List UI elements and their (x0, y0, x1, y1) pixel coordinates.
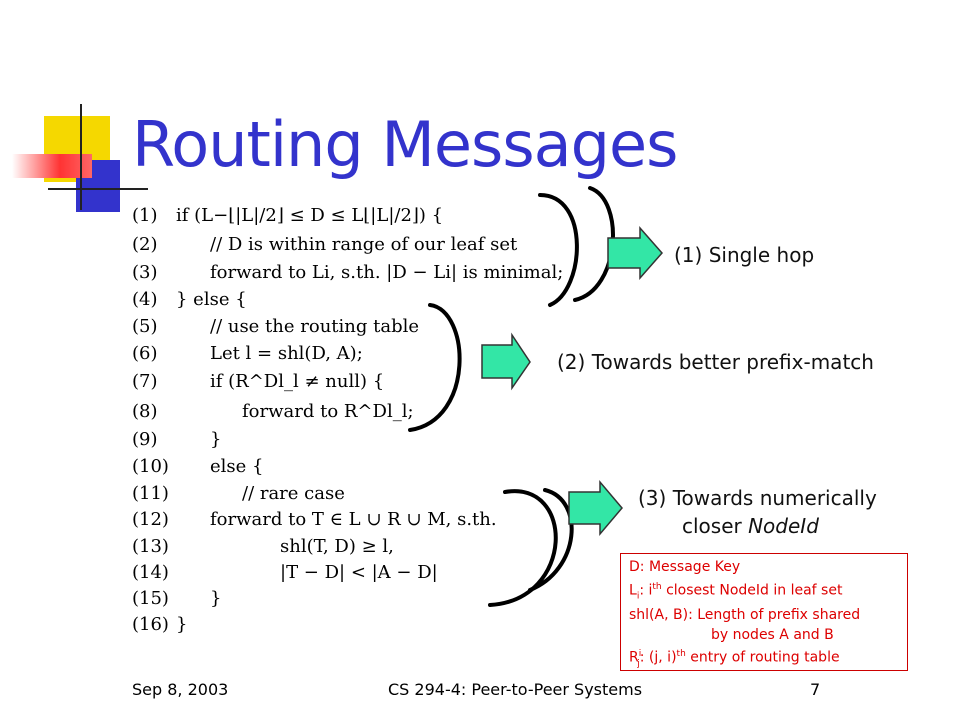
code-line: if (R^Dl_l ≠ null) { (210, 371, 385, 392)
code-line: } (210, 588, 222, 609)
line-number: (4) (132, 289, 158, 310)
bracket-1-inner (538, 193, 579, 307)
code-line: // rare case (242, 483, 345, 504)
bracket-2 (408, 303, 462, 432)
line-number: (1) (132, 205, 158, 226)
label-closer: closer (682, 514, 749, 538)
code-line: forward to R^Dl_l; (242, 401, 414, 422)
code-line: } else { (176, 289, 247, 310)
footer-date: Sep 8, 2003 (132, 680, 229, 699)
deco-horizontal-line (48, 188, 148, 190)
label-prefix-match: (2) Towards better prefix-match (557, 350, 874, 374)
line-number: (3) (132, 262, 158, 283)
deco-vertical-line (80, 104, 82, 210)
label-numerically-line1: (3) Towards numerically (638, 486, 877, 510)
line-number: (10) (132, 456, 169, 477)
code-line: forward to Li, s.th. |D − Li| is minimal… (210, 262, 564, 283)
label-numerically-line2: closer NodeId (682, 514, 819, 538)
line-number: (7) (132, 371, 158, 392)
legend-d: D: Message Key (629, 559, 741, 575)
bracket-3-inner (528, 488, 574, 592)
code-line: if (L−⌊|L|/2⌋ ≤ D ≤ L⌊|L|/2⌋) { (176, 205, 444, 226)
line-number: (2) (132, 234, 158, 255)
code-line: } (210, 429, 222, 450)
code-line: |T − D| < |A − D| (280, 562, 438, 583)
legend-box: D: Message Key Li: ith closest NodeId in… (620, 553, 908, 671)
line-number: (16) (132, 614, 169, 635)
line-number: (12) (132, 509, 169, 530)
code-line: // use the routing table (210, 316, 420, 337)
code-line: shl(T, D) ≥ l, (280, 536, 394, 557)
code-line: } (176, 614, 188, 635)
code-line: // D is within range of our leaf set (210, 234, 518, 255)
arrow-3 (568, 479, 623, 537)
bracket-3 (488, 489, 558, 607)
label-single-hop: (1) Single hop (674, 243, 815, 267)
line-number: (13) (132, 536, 169, 557)
line-number: (5) (132, 316, 158, 337)
line-number: (9) (132, 429, 158, 450)
legend-r: Rij: (j, i)th entry of routing table (629, 649, 840, 669)
code-line: Let l = shl(D, A); (210, 343, 363, 364)
arrow-1 (607, 226, 663, 280)
slide-title: Routing Messages (132, 108, 678, 181)
line-number: (14) (132, 562, 169, 583)
footer-course: CS 294-4: Peer-to-Peer Systems (388, 680, 643, 699)
label-nodeid: NodeId (748, 514, 819, 538)
arrow-2 (481, 332, 531, 391)
line-number: (11) (132, 483, 169, 504)
legend-li: Li: ith closest NodeId in leaf set (629, 581, 843, 601)
code-line: forward to T ∈ L ∪ R ∪ M, s.th. (210, 509, 497, 530)
deco-red-bar (12, 154, 92, 178)
legend-shl: shl(A, B): Length of prefix shared (629, 607, 861, 624)
line-number: (6) (132, 343, 158, 364)
line-number: (15) (132, 588, 169, 609)
legend-shl-cont: by nodes A and B (711, 626, 834, 643)
code-line: else { (210, 456, 264, 477)
footer-page-number: 7 (810, 680, 821, 699)
line-number: (8) (132, 401, 158, 422)
